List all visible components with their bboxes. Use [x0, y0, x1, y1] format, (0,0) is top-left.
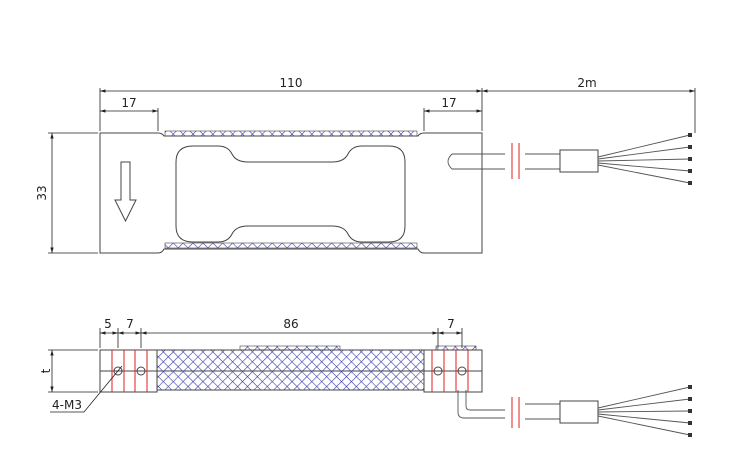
dim-hole-offset: 5	[104, 317, 112, 331]
dim-total-length: 110	[280, 76, 303, 90]
load-cell-body-top	[99, 132, 483, 254]
dim-left-mount: 17	[121, 96, 136, 110]
beam-top-strip	[239, 345, 341, 351]
load-direction-arrow-icon	[114, 161, 137, 223]
cable-top	[447, 133, 692, 185]
strain-gauge-strip-bottom	[164, 242, 418, 249]
dimension-lines-side	[48, 328, 463, 413]
dim-right-block: 7	[447, 317, 455, 331]
dim-cable-length: 2m	[577, 76, 596, 90]
dim-height: 33	[35, 185, 49, 200]
dimension-lines-top	[48, 88, 696, 254]
cable-wires-top	[597, 134, 691, 184]
top-view: 110 17 17 2m 33	[35, 76, 696, 254]
beam-right-top-strip	[435, 345, 477, 351]
cable-side	[457, 385, 692, 437]
cable-wires-side	[597, 386, 691, 436]
beam-hatched-section	[156, 349, 425, 391]
bone-cutout	[175, 145, 406, 243]
dim-thickness: t	[39, 368, 53, 373]
hole-callout: 4-M3	[52, 398, 82, 412]
dim-left-block: 7	[126, 317, 134, 331]
dim-middle: 86	[283, 317, 298, 331]
strain-gauge-strip-top	[164, 130, 418, 137]
mounting-holes	[111, 350, 469, 392]
dim-right-mount: 17	[441, 96, 456, 110]
side-view: 5 7 86 7 t 4-M3	[39, 317, 692, 437]
